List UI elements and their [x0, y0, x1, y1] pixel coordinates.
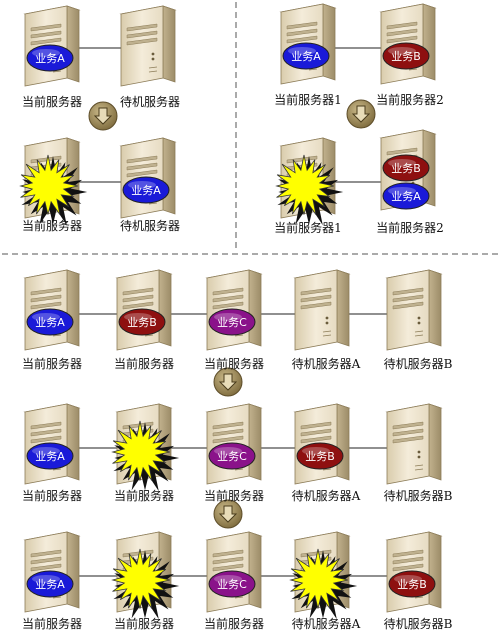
down-arrow-icon: [346, 99, 376, 129]
server-tower-icon: 业务A: [23, 269, 81, 351]
label-current-server: 当前服务器: [21, 489, 83, 503]
service-label: 业务B: [127, 316, 157, 329]
label-current-server: 当前服务器: [203, 489, 265, 503]
explosion-icon: [111, 548, 180, 620]
service-a-badge: 业务A: [26, 570, 74, 598]
server-tower-icon: 业务C: [205, 531, 263, 613]
explosion-icon: [111, 420, 180, 492]
service-b-badge: 业务B: [118, 308, 166, 336]
server-tower-icon: 业务B: [385, 531, 443, 613]
server-tower-icon: [385, 269, 443, 351]
server-tower-icon: 业务A: [23, 5, 81, 87]
service-label: 业务A: [35, 316, 65, 329]
label-current-server: 当前服务器: [21, 357, 83, 371]
server-tower-icon: [119, 5, 177, 87]
down-arrow-icon: [213, 367, 243, 397]
service-a-badge: 业务A: [382, 182, 430, 210]
service-label: 业务A: [35, 450, 65, 463]
down-arrow-icon: [213, 499, 243, 529]
server-tower-icon: [385, 403, 443, 485]
service-a-badge: 业务A: [26, 442, 74, 470]
label-standby-server-b: 待机服务器B: [383, 617, 453, 631]
server-tower-icon: 业务B: [115, 269, 173, 351]
service-label: 业务B: [397, 578, 427, 591]
server-tower-icon: 业务B: [293, 403, 351, 485]
label-standby-server-b: 待机服务器B: [383, 357, 453, 371]
service-c-badge: 业务C: [208, 308, 256, 336]
service-label: 业务A: [131, 184, 161, 197]
label-standby-server-a: 待机服务器A: [291, 617, 361, 631]
server-tower-icon: [111, 403, 180, 492]
label-current-server: 当前服务器: [113, 357, 175, 371]
service-b-badge: 业务B: [388, 570, 436, 598]
label-standby-server-a: 待机服务器A: [291, 357, 361, 371]
service-label: 业务C: [217, 316, 247, 329]
explosion-icon: [19, 154, 88, 226]
label-current-server: 当前服务器: [21, 617, 83, 631]
server-tower-icon: 业务C: [205, 269, 263, 351]
label-current-server: 当前服务器: [21, 95, 83, 109]
service-b-badge: 业务B: [382, 42, 430, 70]
label-standby-server-b: 待机服务器B: [383, 489, 453, 503]
service-a-badge: 业务A: [26, 308, 74, 336]
service-label: 业务A: [291, 50, 321, 63]
service-label: 业务B: [391, 50, 421, 63]
server-tower-icon: [275, 137, 344, 226]
server-tower-icon: 业务A: [279, 3, 337, 85]
label-standby-server-a: 待机服务器A: [291, 489, 361, 503]
label-current-server: 当前服务器: [113, 489, 175, 503]
server-tower-icon: 业务C: [205, 403, 263, 485]
service-a-badge: 业务A: [282, 42, 330, 70]
service-label: 业务A: [391, 190, 421, 203]
server-tower-icon: [289, 531, 358, 620]
service-a-badge: 业务A: [26, 44, 74, 72]
service-a-badge: 业务A: [122, 176, 170, 204]
label-current-server-1: 当前服务器1: [274, 93, 342, 107]
service-label: 业务B: [305, 450, 335, 463]
server-tower-icon: 业务B: [379, 3, 437, 85]
label-current-server-1: 当前服务器1: [274, 221, 342, 235]
explosion-icon: [289, 548, 358, 620]
service-c-badge: 业务C: [208, 442, 256, 470]
service-label: 业务A: [35, 578, 65, 591]
service-b-badge: 业务B: [382, 154, 430, 182]
service-label: 业务A: [35, 52, 65, 65]
server-tower-icon: [111, 531, 180, 620]
service-label: 业务B: [391, 162, 421, 175]
label-current-server: 当前服务器: [203, 617, 265, 631]
label-current-server: 当前服务器: [113, 617, 175, 631]
label-current-server-2: 当前服务器2: [376, 93, 444, 107]
label-current-server: 当前服务器: [203, 357, 265, 371]
label-standby-server: 待机服务器: [119, 95, 181, 109]
down-arrow-icon: [88, 101, 118, 131]
server-tower-icon: [293, 269, 351, 351]
explosion-icon: [275, 154, 344, 226]
service-label: 业务C: [217, 578, 247, 591]
label-current-server-2: 当前服务器2: [376, 221, 444, 235]
service-c-badge: 业务C: [208, 570, 256, 598]
label-standby-server: 待机服务器: [119, 219, 181, 233]
label-current-server: 当前服务器: [21, 219, 83, 233]
service-b-badge: 业务B: [296, 442, 344, 470]
server-tower-icon: 业务A: [119, 137, 177, 219]
server-tower-icon: [19, 137, 88, 226]
service-label: 业务C: [217, 450, 247, 463]
server-tower-icon: 业务A: [23, 531, 81, 613]
server-tower-icon: 业务B 业务A: [379, 129, 437, 211]
server-tower-icon: 业务A: [23, 403, 81, 485]
